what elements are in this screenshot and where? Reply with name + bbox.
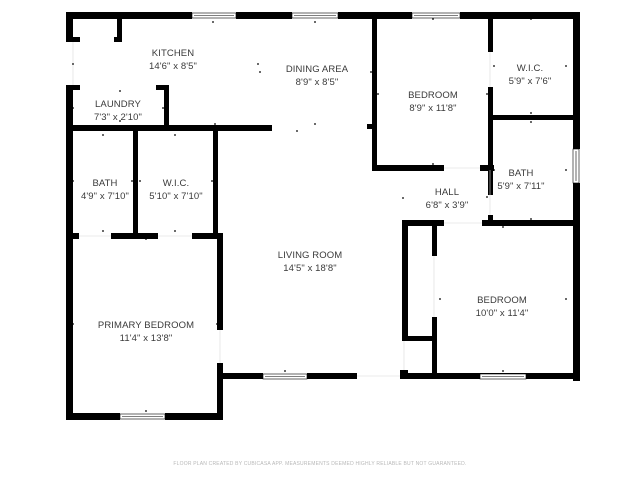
room-name: BATH xyxy=(92,178,118,189)
room-label-bedroom-1: BEDROOM 8'9" x 11'8" xyxy=(408,89,458,115)
room-name: W.I.C. xyxy=(162,178,190,189)
room-label-wic-1: W.I.C. 5'9" x 7'6" xyxy=(509,62,552,88)
room-label-living-room: LIVING ROOM 14'5" x 18'8" xyxy=(278,249,342,275)
room-dimensions: 8'9" x 8'5" xyxy=(295,77,339,88)
room-dimensions: 8'9" x 11'8" xyxy=(409,103,457,114)
room-name: BEDROOM xyxy=(477,295,527,306)
room-name: BATH xyxy=(508,168,534,179)
room-dimensions: 4'9" x 7'10" xyxy=(80,191,130,202)
room-name: HALL xyxy=(434,187,460,198)
room-dimensions: 5'10" x 7'10" xyxy=(149,191,203,202)
room-name: LAUNDRY xyxy=(95,99,141,110)
windows xyxy=(119,12,580,420)
room-label-dining-area: DINING AREA 8'9" x 8'5" xyxy=(286,63,348,89)
room-label-bath-2: BATH 5'9" x 7'11" xyxy=(497,167,544,193)
room-name: W.I.C. xyxy=(516,63,544,74)
room-dimensions: 7'3" x 2'10" xyxy=(93,112,143,123)
room-name: DINING AREA xyxy=(285,64,349,75)
room-label-laundry: LAUNDRY 7'3" x 2'10" xyxy=(94,98,142,124)
room-dimensions: 10'0" x 11'4" xyxy=(475,308,529,319)
walls xyxy=(66,12,580,420)
dimension-markers xyxy=(72,18,567,412)
room-name: LIVING ROOM xyxy=(277,250,343,261)
room-name: PRIMARY BEDROOM xyxy=(97,320,195,331)
room-label-primary-bedroom: PRIMARY BEDROOM 11'4" x 13'8" xyxy=(98,319,194,345)
room-label-bedroom-2: BEDROOM 10'0" x 11'4" xyxy=(476,294,529,320)
room-dimensions: 11'4" x 13'8" xyxy=(119,333,173,344)
room-label-hall: HALL 6'8" x 3'9" xyxy=(426,186,469,212)
room-dimensions: 5'9" x 7'6" xyxy=(508,76,552,87)
room-label-bath-1: BATH 4'9" x 7'10" xyxy=(81,177,129,203)
room-name: KITCHEN xyxy=(151,48,195,59)
room-label-kitchen: KITCHEN 14'6" x 8'5" xyxy=(149,47,197,73)
room-dimensions: 6'8" x 3'9" xyxy=(425,200,469,211)
room-dimensions: 5'9" x 7'11" xyxy=(497,181,545,192)
room-name: BEDROOM xyxy=(408,90,458,101)
disclaimer-footer: FLOOR PLAN CREATED BY CUBICASA APP. MEAS… xyxy=(173,461,467,467)
room-label-wic-2: W.I.C. 5'10" x 7'10" xyxy=(149,177,202,203)
room-dimensions: 14'5" x 18'8" xyxy=(283,263,337,274)
door-openings xyxy=(72,42,491,377)
room-dimensions: 14'6" x 8'5" xyxy=(148,61,198,72)
